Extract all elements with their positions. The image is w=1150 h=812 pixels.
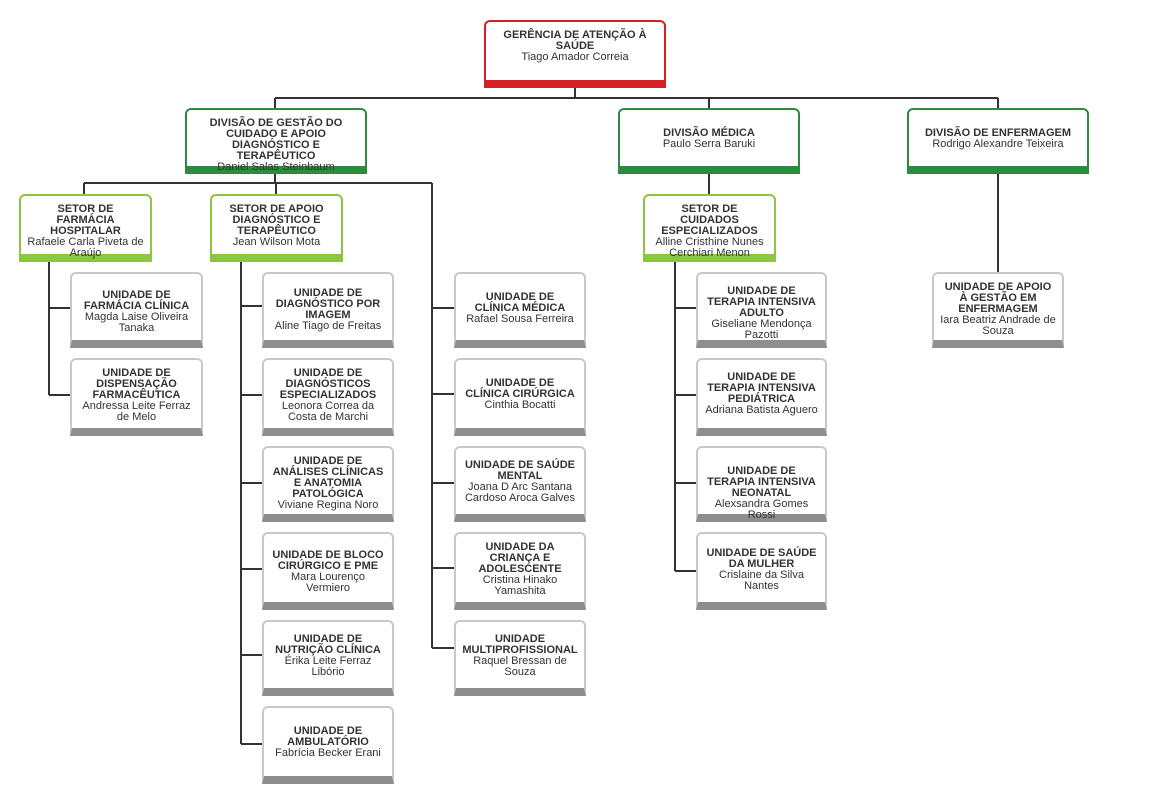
sector-cuidados-especializados: SETOR DE CUIDADOS ESPECIALIZADOS Alline …: [643, 194, 776, 262]
unit-diagnosticos-especializados: UNIDADE DE DIAGNÓSTICOS ESPECIALIZADOS L…: [262, 358, 394, 436]
unit-nutricao-clinica: UNIDADE DE NUTRIÇÃO CLÍNICA Érika Leite …: [262, 620, 394, 696]
division-name: Rodrigo Alexandre Teixeira: [932, 138, 1064, 150]
root-title: GERÊNCIA DE ATENÇÃO À SAÚDE: [503, 29, 647, 52]
unit-name: Raquel Bressan de Souza: [473, 655, 567, 678]
unit-title: UNIDADE DE SAÚDE MENTAL: [464, 459, 575, 482]
unit-clinica-medica: UNIDADE DE CLÍNICA MÉDICA Rafael Sousa F…: [454, 272, 586, 348]
sector-name: Alline Cristhine Nunes Cerchiari Menon: [655, 236, 764, 259]
unit-dispensacao-farmaceutica: UNIDADE DE DISPENSAÇÃO FARMACÊUTICA Andr…: [70, 358, 203, 436]
unit-title: UNIDADE DE AMBULATÓRIO: [287, 725, 369, 748]
unit-title: UNIDADE DE APOIO À GESTÃO EM ENFERMAGEM: [944, 281, 1052, 315]
unit-diagnostico-imagem: UNIDADE DE DIAGNÓSTICO POR IMAGEM Aline …: [262, 272, 394, 348]
unit-name: Crislaine da Silva Nantes: [719, 569, 804, 592]
unit-title: UNIDADE DA CRIANÇA E ADOLESCENTE: [478, 541, 562, 575]
division-title: DIVISÃO DE ENFERMAGEM: [924, 127, 1072, 139]
unit-name: Alexsandra Gomes Rossi: [714, 498, 809, 521]
unit-name: Fabrícia Becker Erani: [275, 747, 381, 759]
unit-bloco-cirurgico: UNIDADE DE BLOCO CIRÚRGICO E PME Mara Lo…: [262, 532, 394, 610]
unit-name: Iara Beatriz Andrade de Souza: [940, 314, 1056, 337]
unit-title: UNIDADE DE NUTRIÇÃO CLÍNICA: [275, 633, 381, 656]
unit-title: UNIDADE MULTIPROFISSIONAL: [462, 633, 578, 656]
unit-name: Mara Lourenço Vermiero: [291, 571, 365, 594]
division-enfermagem: DIVISÃO DE ENFERMAGEM Rodrigo Alexandre …: [907, 108, 1089, 174]
division-name: Daniel Salas Steinbaum: [217, 161, 335, 173]
unit-uti-pediatrica: UNIDADE DE TERAPIA INTENSIVA PEDIÁTRICA …: [696, 358, 827, 436]
unit-saude-mental: UNIDADE DE SAÚDE MENTAL Joana D Arc Sant…: [454, 446, 586, 522]
division-title: DIVISÃO MÉDICA: [663, 127, 755, 139]
unit-analises-clinicas: UNIDADE DE ANÁLISES CLÍNICAS E ANATOMIA …: [262, 446, 394, 522]
division-gestao-cuidado: DIVISÃO DE GESTÃO DO CUIDADO E APOIO DIA…: [185, 108, 367, 174]
division-medica: DIVISÃO MÉDICA Paulo Serra Baruki: [618, 108, 800, 174]
unit-ambulatorio: UNIDADE DE AMBULATÓRIO Fabrícia Becker E…: [262, 706, 394, 784]
unit-name: Cinthia Bocatti: [484, 399, 556, 411]
unit-title: UNIDADE DE TERAPIA INTENSIVA PEDIÁTRICA: [707, 371, 816, 405]
unit-multiprofissional: UNIDADE MULTIPROFISSIONAL Raquel Bressan…: [454, 620, 586, 696]
sector-name: Rafaele Carla Piveta de Araújo: [27, 236, 144, 259]
unit-name: Érika Leite Ferraz Libório: [284, 655, 372, 678]
unit-title: UNIDADE DE SAÚDE DA MULHER: [706, 547, 817, 570]
sector-farmacia-hospitalar: SETOR DE FARMÁCIA HOSPITALAR Rafaele Car…: [19, 194, 152, 262]
unit-saude-mulher: UNIDADE DE SAÚDE DA MULHER Crislaine da …: [696, 532, 827, 610]
unit-name: Leonora Correa da Costa de Marchi: [281, 400, 375, 423]
unit-name: Magda Laise Oliveira Tanaka: [84, 311, 189, 334]
unit-apoio-gestao-enfermagem: UNIDADE DE APOIO À GESTÃO EM ENFERMAGEM …: [932, 272, 1064, 348]
unit-name: Andressa Leite Ferraz de Melo: [82, 400, 191, 423]
sector-apoio-diagnostico: SETOR DE APOIO DIAGNÓSTICO E TERAPÊUTICO…: [210, 194, 343, 262]
unit-title: UNIDADE DE BLOCO CIRÚRGICO E PME: [272, 549, 384, 572]
division-name: Paulo Serra Baruki: [662, 138, 756, 150]
division-title: DIVISÃO DE GESTÃO DO CUIDADO E APOIO DIA…: [209, 117, 343, 162]
root-name: Tiago Amador Correia: [521, 51, 629, 63]
unit-uti-adulto: UNIDADE DE TERAPIA INTENSIVA ADULTO Gise…: [696, 272, 827, 348]
root-node: GERÊNCIA DE ATENÇÃO À SAÚDE Tiago Amador…: [484, 20, 666, 88]
unit-name: Rafael Sousa Ferreira: [466, 313, 574, 325]
unit-title: UNIDADE DE TERAPIA INTENSIVA NEONATAL: [707, 465, 816, 499]
unit-title: UNIDADE DE ANÁLISES CLÍNICAS E ANATOMIA …: [272, 455, 384, 500]
unit-name: Aline Tiago de Freitas: [274, 320, 382, 332]
unit-name: Giseliane Mendonça Pazotti: [711, 318, 812, 341]
sector-name: Jean Wilson Mota: [232, 236, 321, 248]
unit-name: Cristina Hinako Yamashita: [482, 574, 558, 597]
unit-uti-neonatal: UNIDADE DE TERAPIA INTENSIVA NEONATAL Al…: [696, 446, 827, 522]
unit-title: UNIDADE DE CLÍNICA MÉDICA: [474, 291, 566, 314]
unit-farmacia-clinica: UNIDADE DE FARMÁCIA CLÍNICA Magda Laise …: [70, 272, 203, 348]
sector-title: SETOR DE APOIO DIAGNÓSTICO E TERAPÊUTICO: [229, 203, 324, 237]
unit-name: Joana D Arc Santana Cardoso Aroca Galves: [464, 481, 576, 504]
unit-name: Adriana Batista Aguero: [705, 404, 818, 416]
unit-title: UNIDADE DE CLÍNICA CIRÚRGICA: [465, 377, 575, 400]
unit-title: UNIDADE DE DIAGNÓSTICOS ESPECIALIZADOS: [279, 367, 377, 401]
unit-clinica-cirurgica: UNIDADE DE CLÍNICA CIRÚRGICA Cinthia Boc…: [454, 358, 586, 436]
unit-title: UNIDADE DE DISPENSAÇÃO FARMACÊUTICA: [92, 367, 181, 401]
sector-title: SETOR DE CUIDADOS ESPECIALIZADOS: [661, 203, 758, 237]
unit-title: UNIDADE DE TERAPIA INTENSIVA ADULTO: [707, 285, 816, 319]
unit-title: UNIDADE DE FARMÁCIA CLÍNICA: [83, 289, 190, 312]
sector-title: SETOR DE FARMÁCIA HOSPITALAR: [50, 203, 121, 237]
unit-crianca-adolescente: UNIDADE DA CRIANÇA E ADOLESCENTE Cristin…: [454, 532, 586, 610]
unit-title: UNIDADE DE DIAGNÓSTICO POR IMAGEM: [275, 287, 381, 321]
unit-name: Viviane Regina Noro: [277, 499, 379, 511]
